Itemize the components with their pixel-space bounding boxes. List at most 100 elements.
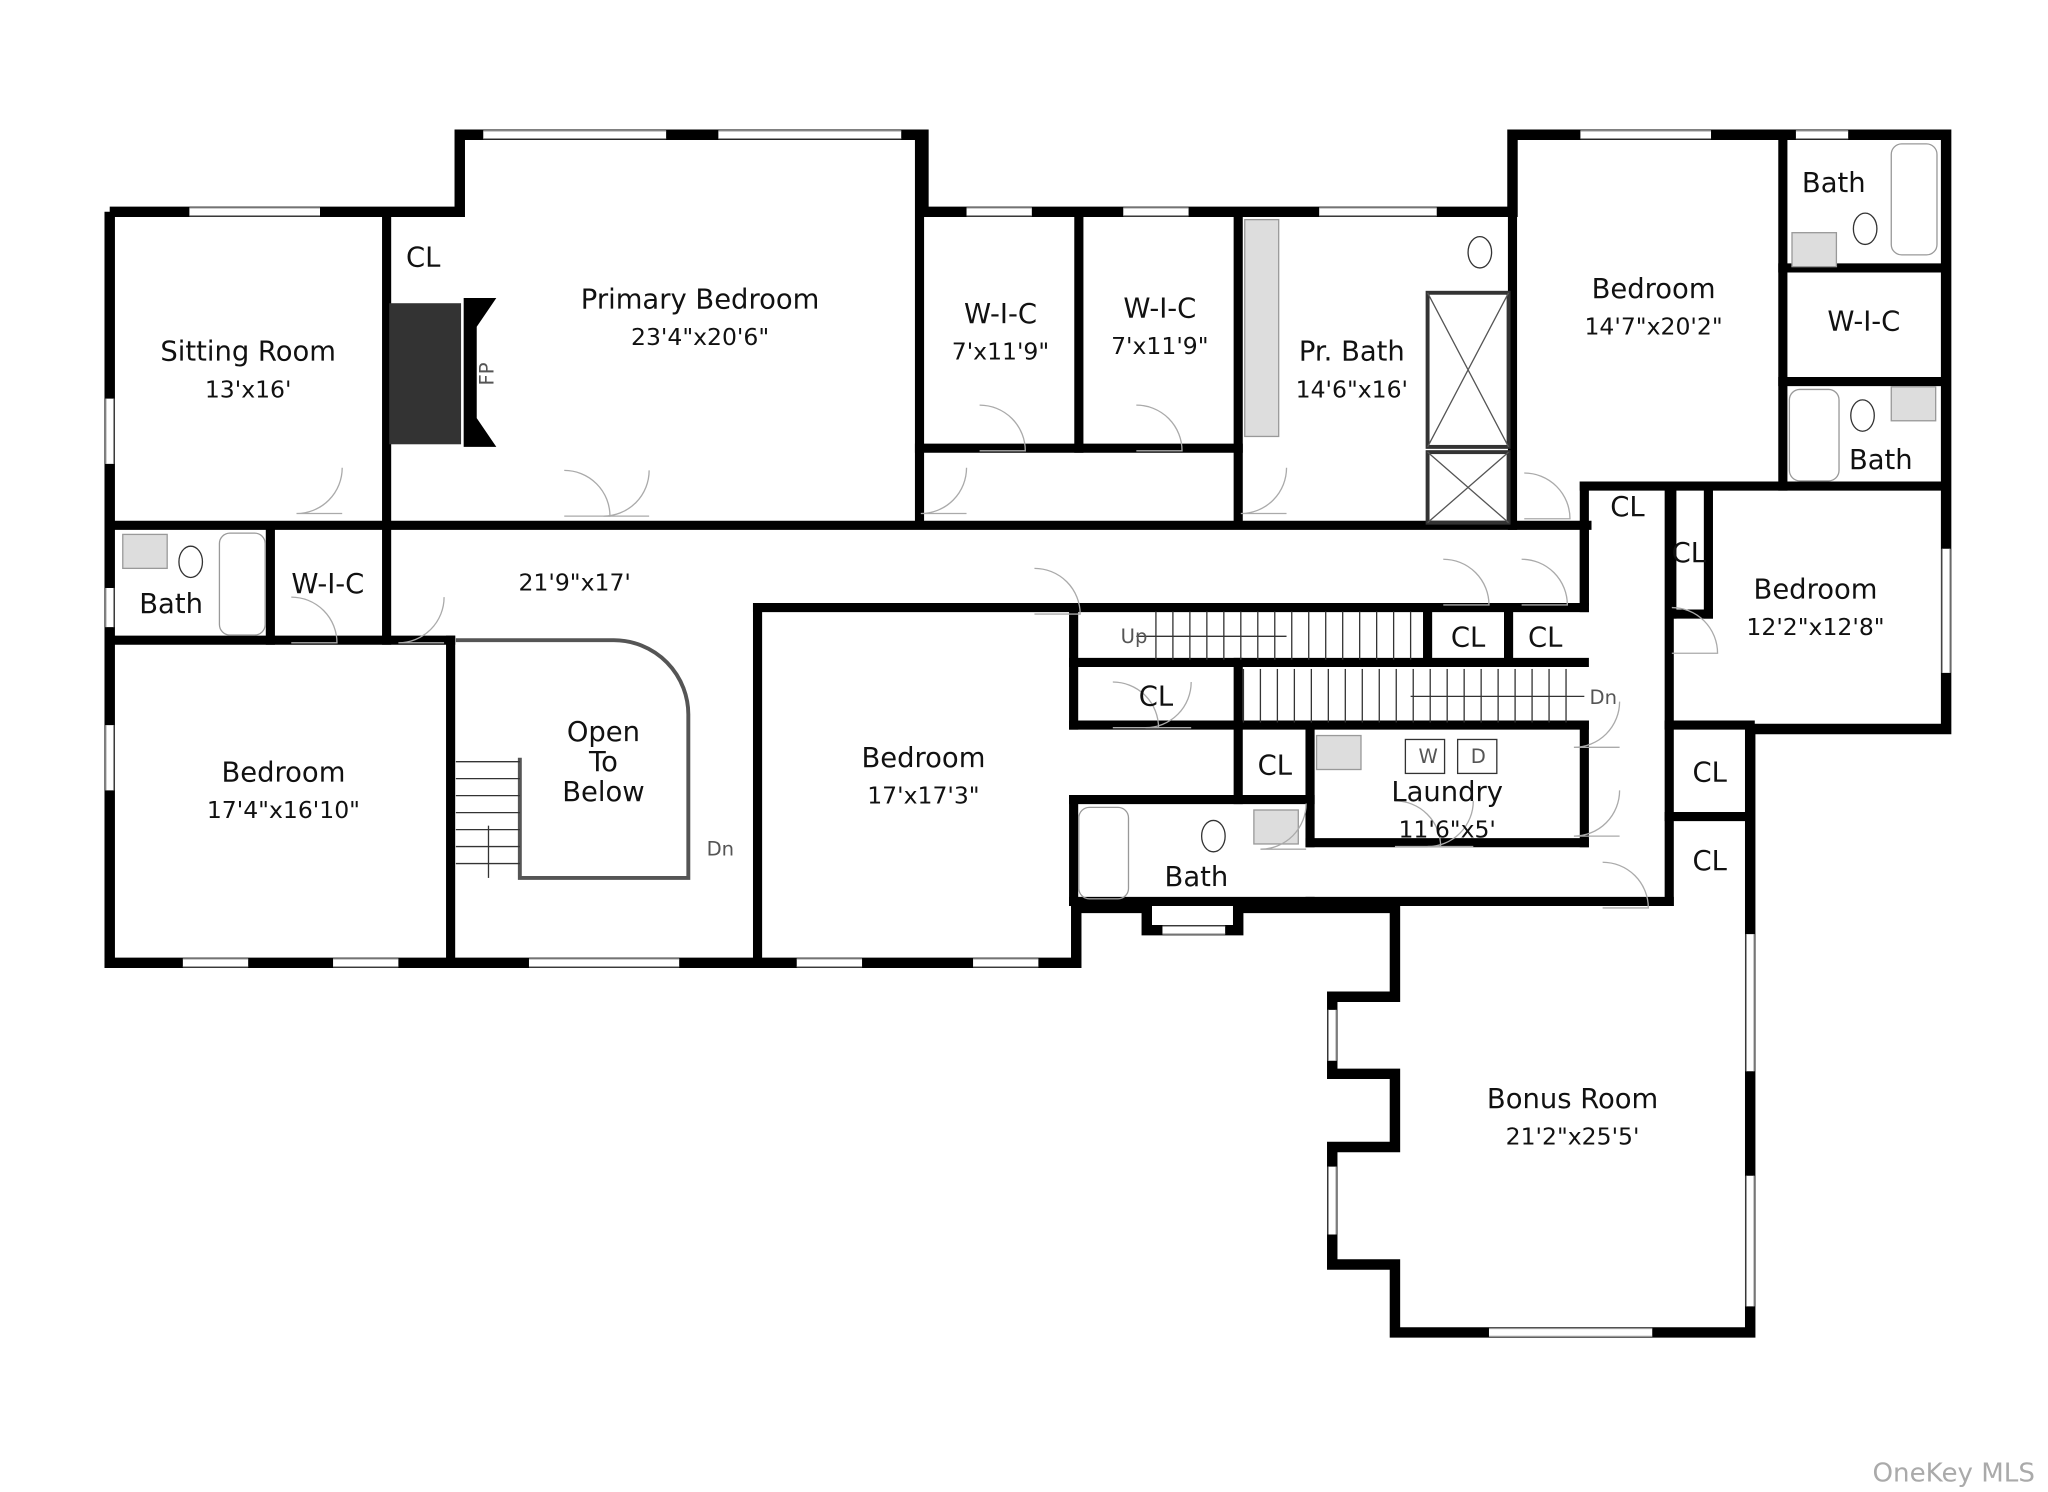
door-swing bbox=[1394, 800, 1442, 848]
room-bedroom-ne: Bedroom 14'7"x20'2" bbox=[1584, 274, 1722, 341]
dryer bbox=[1456, 738, 1498, 775]
room-name: Primary Bedroom bbox=[581, 284, 820, 315]
wic-label: W-I-C bbox=[291, 569, 364, 600]
vanity bbox=[1244, 218, 1280, 438]
room-primary-bath: Pr. Bath 14'6"x16' bbox=[1296, 337, 1408, 404]
room-laundry: Laundry 11'6"x5' bbox=[1391, 777, 1503, 844]
room-name: Pr. Bath bbox=[1299, 337, 1405, 368]
room-name: Bedroom bbox=[221, 757, 345, 788]
room-name: Bedroom bbox=[1592, 274, 1716, 305]
railing bbox=[455, 638, 691, 880]
bath-label: Bath bbox=[1849, 445, 1913, 476]
room-name: Bedroom bbox=[1754, 574, 1878, 605]
room-hallway: 21'9"x17' bbox=[518, 569, 630, 597]
sink bbox=[1791, 232, 1838, 268]
washer bbox=[1404, 738, 1446, 775]
open-to-below-label: Below bbox=[562, 777, 644, 808]
sink bbox=[1315, 734, 1362, 771]
washer-label: W bbox=[1418, 745, 1437, 768]
toilet bbox=[1200, 819, 1226, 853]
door-swing bbox=[1521, 558, 1569, 606]
room-name: W-I-C bbox=[1123, 294, 1196, 325]
toilet bbox=[1852, 212, 1878, 246]
fireplace-hearth bbox=[463, 298, 497, 447]
open-to-below-label: To bbox=[588, 747, 618, 778]
open-to-below-label: Open bbox=[567, 717, 640, 748]
door-swing bbox=[1602, 861, 1649, 909]
closet-label: CL bbox=[1451, 623, 1486, 654]
room-name: Bonus Room bbox=[1487, 1084, 1658, 1115]
room-size: 13'x16' bbox=[205, 375, 292, 403]
room-name: Bedroom bbox=[861, 743, 985, 774]
room-wic-1: W-I-C 7'x11'9" bbox=[952, 299, 1049, 366]
toilet bbox=[1467, 235, 1493, 269]
stairs-down-label: Dn bbox=[707, 838, 734, 861]
room-primary-bedroom: Primary Bedroom 23'4"x20'6" bbox=[581, 284, 820, 351]
door-swing bbox=[1524, 472, 1571, 520]
exterior-wall bbox=[104, 129, 1952, 1338]
bathtub bbox=[1788, 388, 1840, 482]
door-swing bbox=[920, 467, 968, 515]
room-name: Sitting Room bbox=[160, 337, 336, 368]
door-swing bbox=[564, 469, 611, 517]
room-size: 14'7"x20'2" bbox=[1584, 313, 1722, 341]
bath-label: Bath bbox=[139, 589, 203, 620]
door-swing bbox=[1136, 404, 1183, 452]
fp-label: FP bbox=[476, 362, 499, 385]
shower bbox=[1425, 450, 1511, 525]
room-size: 14'6"x16' bbox=[1296, 375, 1408, 403]
toilet bbox=[178, 545, 204, 579]
door-swing bbox=[1260, 803, 1307, 850]
dryer-label: D bbox=[1471, 745, 1486, 768]
bathtub bbox=[1078, 806, 1130, 900]
door-swing bbox=[1427, 800, 1474, 848]
door-swing bbox=[979, 404, 1026, 452]
room-bedroom-e: Bedroom 12'2"x12'8" bbox=[1746, 574, 1884, 641]
bath-label: Bath bbox=[1165, 862, 1229, 893]
shower-x bbox=[1427, 451, 1510, 524]
room-sitting-room: Sitting Room 13'x16' bbox=[160, 337, 336, 404]
room-size: 21'2"x25'5' bbox=[1506, 1122, 1640, 1150]
bath-label: Bath bbox=[1802, 168, 1866, 199]
room-bedroom-w: Bedroom 17'4"x16'10" bbox=[207, 757, 360, 824]
room-size: 7'x11'9" bbox=[1111, 332, 1208, 360]
closet-label: CL bbox=[1139, 682, 1174, 713]
bathtub bbox=[218, 532, 266, 636]
door-swing bbox=[1443, 558, 1490, 606]
room-wic-2: W-I-C 7'x11'9" bbox=[1111, 294, 1208, 361]
room-size: 11'6"x5' bbox=[1398, 815, 1495, 843]
door-swing bbox=[398, 597, 445, 644]
sink bbox=[1253, 809, 1299, 845]
closet-label: CL bbox=[1693, 846, 1728, 877]
door-swing bbox=[1034, 567, 1081, 615]
door-swing bbox=[1240, 467, 1288, 515]
door-swing bbox=[1145, 681, 1192, 729]
door-swing bbox=[603, 470, 650, 517]
door-swing bbox=[1573, 701, 1621, 748]
room-size: 17'x17'3" bbox=[867, 781, 979, 809]
stairs-up-label: Up bbox=[1121, 625, 1148, 648]
sink bbox=[1890, 386, 1937, 422]
sink bbox=[122, 533, 168, 570]
door-swing bbox=[296, 467, 343, 515]
closet-label: CL bbox=[406, 243, 441, 274]
closet-label: CL bbox=[1528, 623, 1563, 654]
room-name: W-I-C bbox=[964, 299, 1037, 330]
closet-label: CL bbox=[1693, 757, 1728, 788]
door-swing bbox=[291, 596, 338, 644]
wic-label: W-I-C bbox=[1827, 307, 1900, 338]
closet-label: CL bbox=[1672, 538, 1707, 569]
room-size: 23'4"x20'6" bbox=[631, 323, 769, 351]
stairs-down-label: Dn bbox=[1590, 686, 1617, 709]
room-size: 21'9"x17' bbox=[518, 569, 630, 597]
shower-x bbox=[1427, 292, 1510, 448]
room-bonus-room: Bonus Room 21'2"x25'5' bbox=[1487, 1084, 1658, 1151]
room-size: 12'2"x12'8" bbox=[1746, 613, 1884, 641]
bathtub bbox=[1890, 143, 1938, 256]
shower bbox=[1425, 290, 1511, 449]
toilet bbox=[1850, 399, 1875, 432]
closet-label: CL bbox=[1610, 492, 1645, 523]
room-bedroom-center: Bedroom 17'x17'3" bbox=[861, 743, 985, 810]
door-swing bbox=[1671, 606, 1719, 654]
door-swing bbox=[1112, 681, 1160, 729]
